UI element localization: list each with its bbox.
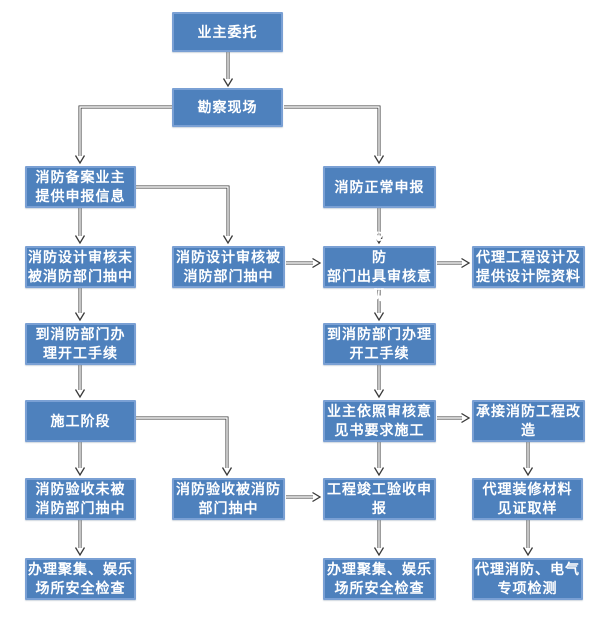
arrow-commission-to-survey [222,52,234,88]
arrow-start-work-left-to-construction [74,365,86,399]
node-start-work-procedures-right: 到消防部门办理 开工手续 [323,323,436,365]
node-owner-commission: 业主委托 [172,12,283,52]
arrow-construction-to-acceptance-selected [136,416,233,477]
node-assembly-venue-safety-check-left: 办理聚集、娱乐 场所安全检查 [25,558,136,600]
arrow-construction-to-acceptance-not-selected [74,442,86,477]
arrow-acceptance-selected-to-completion [286,491,322,503]
node-agent-material-sampling: 代理装修材料 见证取样 [472,478,583,520]
node-undertake-fire-renovation: 承接消防工程改造 [472,400,585,442]
arrow-filing-to-review-selected [136,185,234,245]
arrow-construct-per-opinion-to-completion [373,442,385,477]
node-start-work-procedures-left: 到消防部门办 理开工手续 [25,323,136,365]
node-submit-materials-review-opinion: 申报材料递交消防 部门出具审核意见 [323,230,436,303]
arrow-start-work-right-to-construct-per-opinion [373,365,385,399]
node-acceptance-not-selected: 消防验收未被 消防部门抽中 [25,478,136,520]
node-construction-phase: 施工阶段 [25,400,136,442]
node-design-review-selected: 消防设计审核被 消防部门抽中 [172,246,285,288]
arrow-survey-to-normal-application [284,105,385,165]
arrow-completion-to-safety-check-right [373,520,385,557]
node-agent-engineering-design: 代理工程设计及 提供设计院资料 [472,246,585,288]
node-acceptance-selected: 消防验收被消防 部门抽中 [172,478,285,520]
node-design-review-not-selected: 消防设计审核未 被消防部门抽中 [25,246,136,288]
node-agent-fire-electrical-testing: 代理消防、电气 专项检测 [472,558,583,600]
node-normal-fire-application: 消防正常申报 [323,166,436,208]
arrow-construct-per-opinion-to-renovation [437,412,471,424]
arrow-renovation-to-material-sampling [522,442,534,477]
arrow-submit-materials-to-agent-design [437,257,471,269]
arrow-survey-to-filing [74,105,172,165]
node-filing-owner-provides-info: 消防备案业主 提供申报信息 [25,166,136,208]
arrow-review-selected-to-submit-materials [286,257,322,269]
arrow-filing-to-review-not-selected [74,208,86,245]
arrow-acceptance-not-selected-to-safety-check-left [74,520,86,557]
node-construct-per-review-opinion: 业主依照审核意 见书要求施工 [323,400,436,442]
node-assembly-venue-safety-check-right: 办理聚集、娱乐 场所安全检查 [323,558,436,600]
arrow-review-not-selected-to-start-work-left [74,288,86,322]
node-completion-acceptance-application: 工程竣工验收申报 [323,478,436,520]
arrow-material-sampling-to-electrical-testing [522,520,534,557]
node-site-survey: 勘察现场 [172,88,283,127]
